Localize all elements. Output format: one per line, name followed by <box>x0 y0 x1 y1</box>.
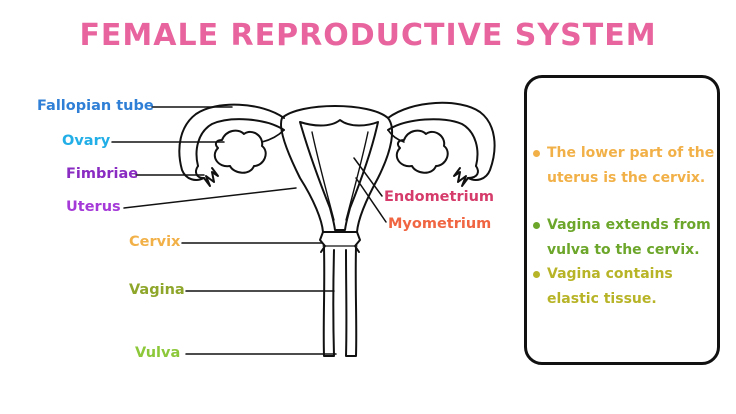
label-endometrium: Endometrium <box>384 189 494 205</box>
leader-myometrium <box>355 177 387 223</box>
note-text: The lower part of the uterus is the cerv… <box>547 145 715 186</box>
fallopian-tube-left <box>178 103 285 181</box>
label-cervix: Cervix <box>129 234 181 250</box>
ovary-right <box>395 129 449 174</box>
label-ovary: Ovary <box>62 133 111 149</box>
note-item: Vagina contains elastic tissue. <box>533 262 717 311</box>
bullet-icon <box>533 271 540 278</box>
page-title: FEMALE REPRODUCTIVE SYSTEM <box>79 18 657 53</box>
fimbriae-left <box>195 165 219 187</box>
uterus-outline <box>280 105 394 233</box>
ovary-left <box>213 129 267 174</box>
endometrium-lining <box>311 131 335 221</box>
note-item: Vagina extends from vulva to the cervix. <box>533 213 717 262</box>
note-item: The lower part of the uterus is the cerv… <box>533 141 717 190</box>
leader-uterus <box>123 187 297 209</box>
fimbriae-right <box>453 165 479 187</box>
cervix-band <box>319 231 361 253</box>
label-fimbriae: Fimbriae <box>66 166 139 182</box>
vagina-tube-right <box>345 247 358 357</box>
bullet-icon <box>533 222 540 229</box>
label-uterus: Uterus <box>66 199 121 215</box>
leader-endometrium <box>353 157 383 197</box>
label-vagina: Vagina <box>129 282 185 298</box>
label-myometrium: Myometrium <box>388 216 492 232</box>
notes-panel: The lower part of the uterus is the cerv… <box>524 75 720 365</box>
label-fallopian-tube: Fallopian tube <box>37 98 154 114</box>
bullet-icon <box>533 150 540 157</box>
fallopian-tube-right <box>387 101 496 181</box>
note-text: Vagina contains elastic tissue. <box>547 266 673 307</box>
label-vulva: Vulva <box>135 345 181 361</box>
endometrium-lining-right <box>345 131 369 221</box>
uterine-cavity <box>299 119 379 231</box>
vagina-tube <box>322 247 335 357</box>
note-text: Vagina extends from vulva to the cervix. <box>547 217 711 258</box>
